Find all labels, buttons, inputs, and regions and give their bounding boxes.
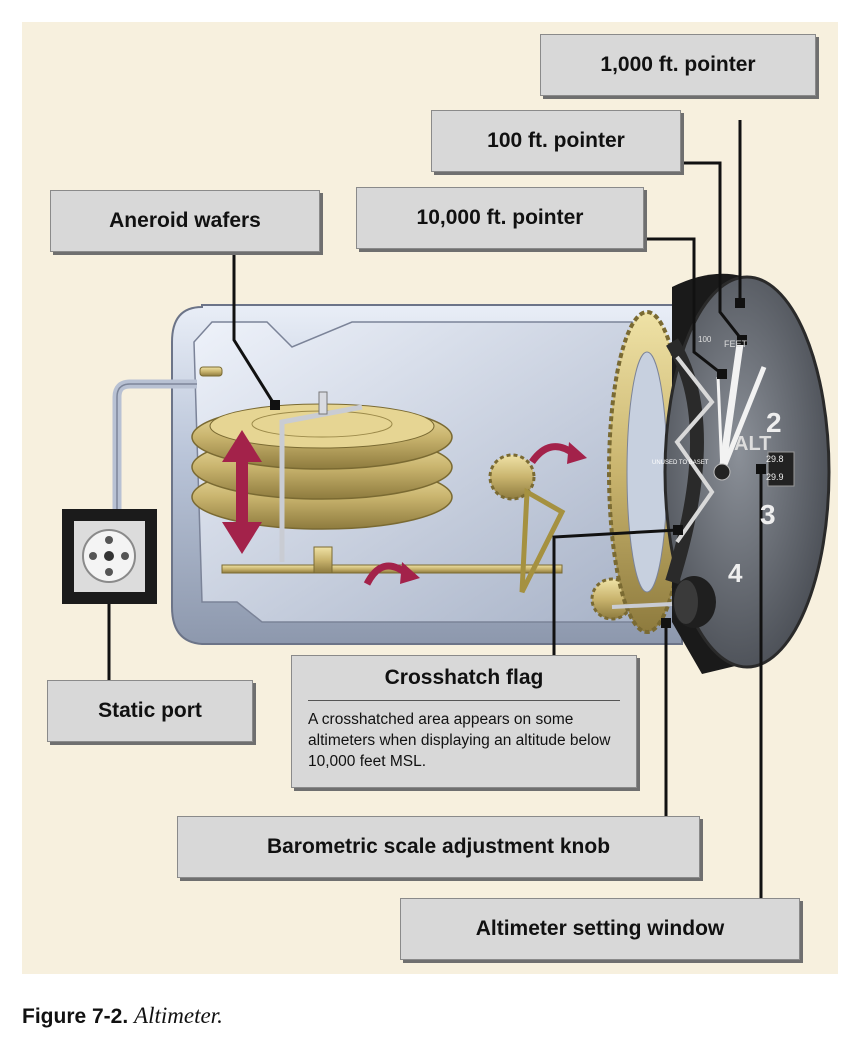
label-10000-ft-pointer: 10,000 ft. pointer (356, 187, 644, 249)
figure-number: Figure 7-2. (22, 1005, 129, 1028)
barometric-knob-icon (611, 576, 716, 628)
crosshatch-divider (308, 700, 620, 701)
crosshatch-flag-description: A crosshatched area appears on some alti… (308, 711, 611, 770)
leader-crosshatch (552, 528, 679, 677)
crosshatch-flag-callout: Crosshatch flag A crosshatched area appe… (291, 655, 637, 788)
leader-lines (107, 120, 763, 902)
figure-caption: Figure 7-2. Altimeter. (22, 1003, 223, 1029)
altimeter-illustration: 2 3 4 29.8 29.9 FEET ALT 100 UNUSED TO B… (62, 120, 831, 902)
label-100-ft-pointer: 100 ft. pointer (431, 110, 681, 172)
label-1000-ft-pointer: 1,000 ft. pointer (540, 34, 816, 96)
altimeter-dial (663, 273, 831, 674)
dial-unused-text: UNUSED TO BASET (652, 460, 709, 466)
dial-alt-text: ALT (734, 433, 771, 455)
label-static-port: Static port (47, 680, 253, 742)
hundred-foot-pointer (718, 343, 744, 473)
figure-title: Altimeter. (134, 1003, 223, 1028)
dial-numeral-2: 2 (766, 407, 782, 438)
expansion-arrow-icon (222, 430, 262, 554)
rotation-arrow-icon (363, 442, 587, 586)
aneroid-wafer-stack (191, 403, 453, 530)
setting-window-value-2: 29.9 (766, 472, 784, 482)
ten-thousand-foot-pointer (716, 376, 724, 473)
dial-numeral-3: 3 (760, 499, 776, 530)
thousand-foot-pointer (719, 366, 767, 473)
label-aneroid-wafers: Aneroid wafers (50, 190, 320, 252)
diagram-panel: 2 3 4 29.8 29.9 FEET ALT 100 UNUSED TO B… (22, 22, 838, 974)
dial-feet-text: FEET (724, 339, 748, 349)
leader-aneroid (232, 254, 276, 405)
setting-window-value-1: 29.8 (766, 454, 784, 464)
crosshatch-flag-title: Crosshatch flag (384, 666, 544, 689)
leader-ten-thousand (644, 237, 723, 376)
static-tube (112, 366, 223, 532)
dial-numeral-4: 4 (728, 558, 743, 588)
leader-hundred (680, 161, 744, 341)
label-barometric-knob: Barometric scale adjustment knob (177, 816, 700, 878)
sector-gear (488, 453, 634, 621)
dial-hundred-text: 100 (698, 335, 712, 344)
static-port-block (62, 509, 157, 604)
label-altimeter-setting-window: Altimeter setting window (400, 898, 800, 960)
